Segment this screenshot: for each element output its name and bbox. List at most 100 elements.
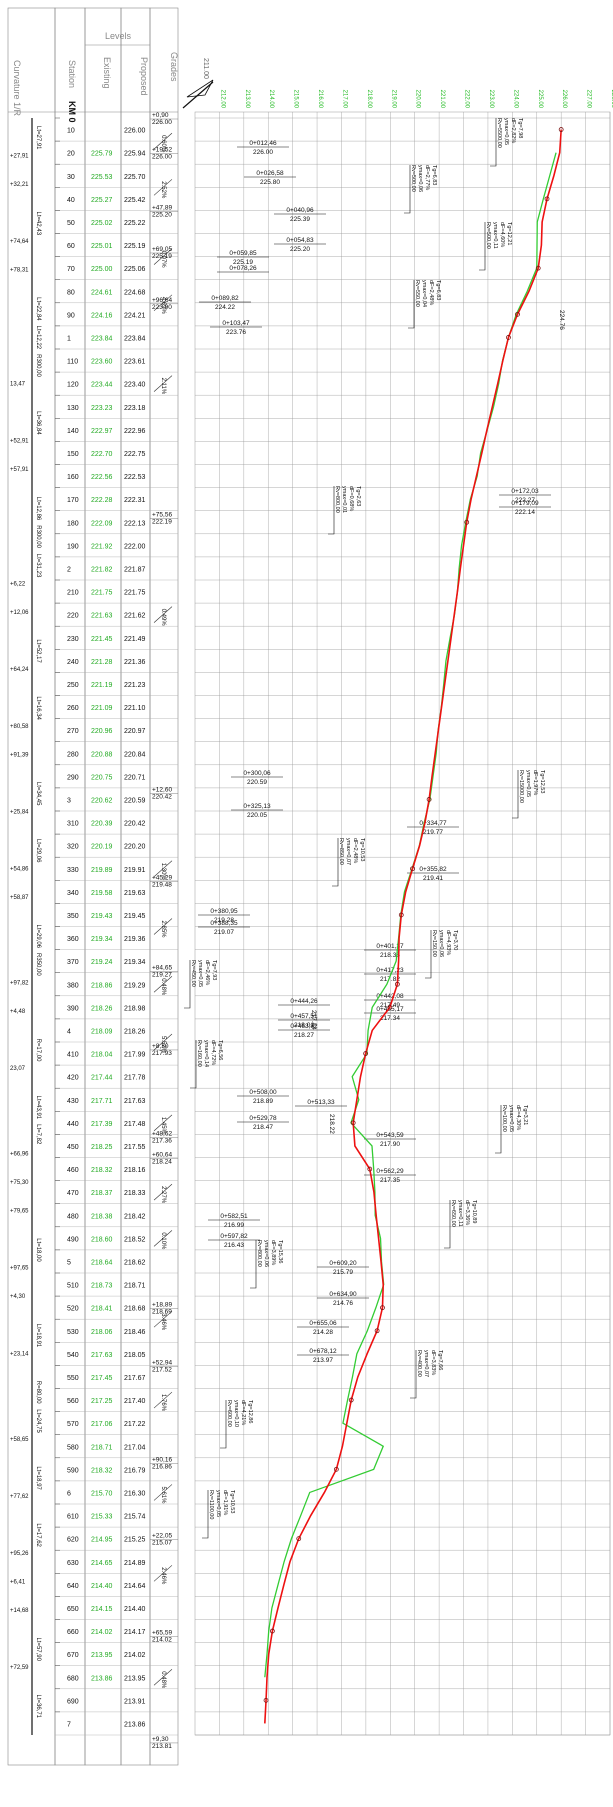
vertical-curve-label: ymax=0,11 xyxy=(457,1200,463,1227)
vertex-point xyxy=(363,1051,369,1056)
station-label: 2 xyxy=(67,566,71,573)
proposed-level: 219.91 xyxy=(124,867,146,874)
proposed-level: 219.36 xyxy=(124,936,146,943)
km-chainage: +12,60 xyxy=(152,787,172,794)
station-label: 650 xyxy=(67,1606,79,1613)
vertical-curve-label: Rv=400,00 xyxy=(416,1350,422,1377)
level-label: 214.76 xyxy=(333,1300,353,1307)
curvature-value: R300,00 xyxy=(35,354,41,377)
grade-value: 2.46% xyxy=(160,1567,166,1585)
station-label: 490 xyxy=(67,1236,79,1243)
station-label: 410 xyxy=(67,1052,79,1059)
vertical-curve-label: ymax=0,05 xyxy=(503,118,509,145)
existing-level: 224.61 xyxy=(91,289,113,296)
curvature-value: +4,48 xyxy=(10,1009,26,1015)
proposed-grade-line xyxy=(264,129,562,1724)
proposed-level: 222.75 xyxy=(124,451,146,458)
proposed-level: 218.62 xyxy=(124,1259,146,1266)
proposed-header: Proposed xyxy=(139,57,149,96)
vertical-curve-label: dF=2,48% xyxy=(352,838,358,863)
level-label: 219.41 xyxy=(423,875,443,882)
station-label: 560 xyxy=(67,1398,79,1405)
curvature-value: Lt=16,34 xyxy=(35,696,41,720)
vertical-curve-label: dF=3,89% xyxy=(270,1240,276,1265)
km-chainage: +8,30 xyxy=(152,1043,169,1050)
existing-level: 220.62 xyxy=(91,797,113,804)
station-label: 110 xyxy=(67,359,78,366)
vertical-curve-bracket xyxy=(250,1240,257,1289)
existing-level: 215.70 xyxy=(91,1490,113,1497)
grade-value: 0.49% xyxy=(160,609,166,627)
existing-level: 218.71 xyxy=(91,1444,113,1451)
vertical-curve-label: ymax=0,07 xyxy=(423,1350,429,1377)
profile-grid xyxy=(194,111,611,1736)
curvature-value: R=17,00 xyxy=(35,1039,41,1063)
existing-level: 214.95 xyxy=(91,1537,113,1544)
elevation-tick-label: 224.00 xyxy=(512,90,518,109)
station-label: 40 xyxy=(67,197,75,204)
km-level: 217.36 xyxy=(152,1138,172,1145)
curvature-value: Lt=29,06 xyxy=(35,925,41,949)
vertical-curve-label: Rv=100,00 xyxy=(501,1105,507,1132)
km-level: 216.86 xyxy=(152,1463,172,1470)
proposed-level: 222.13 xyxy=(124,520,146,527)
level-label: 217.35 xyxy=(380,1177,400,1184)
station-label: 450 xyxy=(67,1144,79,1151)
curvature-value: Lt=12,22 xyxy=(35,326,41,350)
chainage-label: 0+012,46 xyxy=(249,140,277,147)
level-label: 218.01 xyxy=(294,1022,314,1029)
proposed-level: 221.49 xyxy=(124,636,146,643)
vertical-curve-label: Rv=500,00 xyxy=(410,165,416,192)
km-chainage: +0,90 xyxy=(152,112,169,119)
km-level: 223.90 xyxy=(152,304,172,311)
chainage-label: 0+026,58 xyxy=(256,170,284,177)
km-level: 217.52 xyxy=(152,1366,172,1373)
vertical-curve-label: Tg=10,89 xyxy=(471,1200,477,1223)
vertex-point xyxy=(296,1536,302,1542)
proposed-level: 222.31 xyxy=(124,497,146,504)
vertex-point xyxy=(263,1697,269,1703)
curvature-value: +14,68 xyxy=(10,1608,29,1614)
vertical-curve-label: Tg=12,53 xyxy=(539,770,545,793)
existing-level: 218.41 xyxy=(91,1306,113,1313)
station-label: 140 xyxy=(67,428,79,435)
vertical-curve-label: dF=0,68% xyxy=(348,486,354,511)
vertical-curve-label: Rv=15000,00 xyxy=(518,770,524,803)
station-header: Station xyxy=(67,60,77,88)
vertical-curve-label: Rv=450,00 xyxy=(190,960,196,987)
curvature-value: R300,00 xyxy=(35,525,41,548)
existing-level: 221.28 xyxy=(91,659,113,666)
vertical-curve-bracket xyxy=(220,1400,227,1449)
vertical-curve-label: dF=2,77% xyxy=(424,165,430,190)
vertical-curve-label: Tg=10,53 xyxy=(359,838,365,861)
existing-level: 214.15 xyxy=(91,1606,113,1613)
existing-level: 221.19 xyxy=(91,682,113,689)
existing-level: 218.26 xyxy=(91,1005,113,1012)
existing-level: 218.37 xyxy=(91,1190,113,1197)
proposed-level: 213.95 xyxy=(124,1675,146,1682)
level-label: 215.79 xyxy=(333,1269,353,1276)
existing-level: 225.79 xyxy=(91,151,113,158)
existing-level: 219.34 xyxy=(91,936,113,943)
station-label: 4 xyxy=(67,1028,71,1035)
vertical-curve-label: dF=2,46% xyxy=(204,960,210,985)
station-label: 5 xyxy=(67,1259,71,1266)
level-label: 219.28 xyxy=(214,917,234,924)
km-chainage: +69,05 xyxy=(152,246,172,253)
station-label: 250 xyxy=(67,682,79,689)
vertical-curve-bracket xyxy=(444,1200,451,1249)
proposed-level: 218.26 xyxy=(124,1028,146,1035)
vertical-curve-label: dF=4,30% xyxy=(515,1105,521,1130)
existing-level: 224.16 xyxy=(91,312,113,319)
existing-level: 218.32 xyxy=(91,1167,113,1174)
proposed-level: 224.68 xyxy=(124,289,146,296)
vertical-curve-label: Tg=7,93 xyxy=(211,960,217,980)
curvature-value: +75,30 xyxy=(10,1180,29,1186)
proposed-level: 220.84 xyxy=(124,751,146,758)
vertical-curve-label: Rv=850,00 xyxy=(338,838,344,865)
level-label: 225.19 xyxy=(233,259,253,266)
proposed-level: 221.62 xyxy=(124,613,146,620)
proposed-level: 214.02 xyxy=(124,1652,146,1659)
existing-level: 217.39 xyxy=(91,1121,113,1128)
